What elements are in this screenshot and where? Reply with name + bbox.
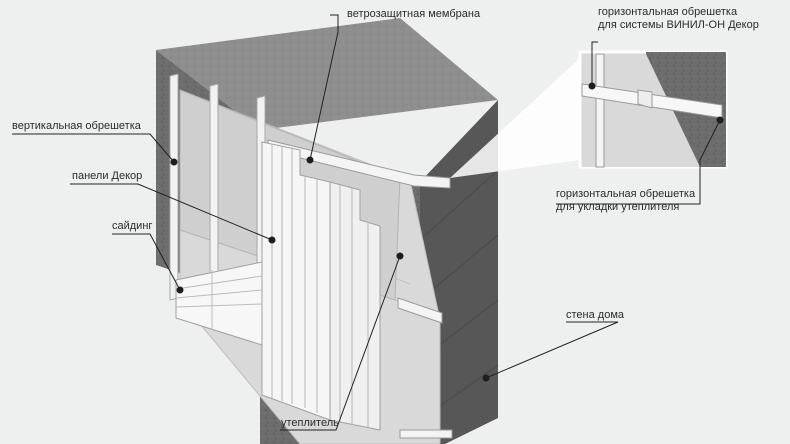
label-horizontal-batten-system-line1: горизонтальная обрешетка bbox=[598, 6, 738, 18]
label-house-wall: стена дома bbox=[566, 309, 624, 321]
dot-insulation bbox=[396, 252, 404, 260]
wall-top-face bbox=[156, 18, 498, 130]
label-horizontal-batten-insulation-line1: горизонтальная обрешетка bbox=[556, 188, 696, 200]
label-horizontal-batten-system: горизонтальная обрешетка для системы ВИН… bbox=[598, 6, 759, 32]
dot-horizontal-batten-system bbox=[588, 82, 596, 90]
dot-vertical-batten bbox=[170, 158, 178, 166]
leader-lines bbox=[12, 14, 721, 431]
detail-callout bbox=[450, 50, 728, 178]
label-horizontal-batten-insulation-line2: для укладки утеплителя bbox=[556, 201, 680, 213]
dot-house-wall bbox=[482, 374, 490, 382]
label-insulation: утеплитель bbox=[281, 417, 339, 429]
label-siding: сайдинг bbox=[112, 220, 153, 232]
label-membrane: ветрозащитная мембрана bbox=[347, 8, 481, 20]
decor-panels bbox=[261, 141, 381, 431]
dot-membrane bbox=[306, 156, 314, 164]
label-decor-panels: панели Декор bbox=[72, 170, 143, 182]
horizontal-battens bbox=[267, 139, 453, 439]
siding-panels bbox=[175, 261, 263, 346]
dot-horizontal-batten-insulation bbox=[716, 116, 724, 124]
leader-dots bbox=[170, 82, 724, 382]
dot-siding bbox=[176, 286, 184, 294]
label-horizontal-batten-system-line2: для системы ВИНИЛ-ОН Декор bbox=[598, 19, 759, 31]
label-horizontal-batten-insulation: горизонтальная обрешетка для укладки уте… bbox=[556, 188, 695, 214]
label-vertical-batten: вертикальная обрешетка bbox=[12, 120, 141, 132]
dot-decor-panels bbox=[268, 236, 276, 244]
